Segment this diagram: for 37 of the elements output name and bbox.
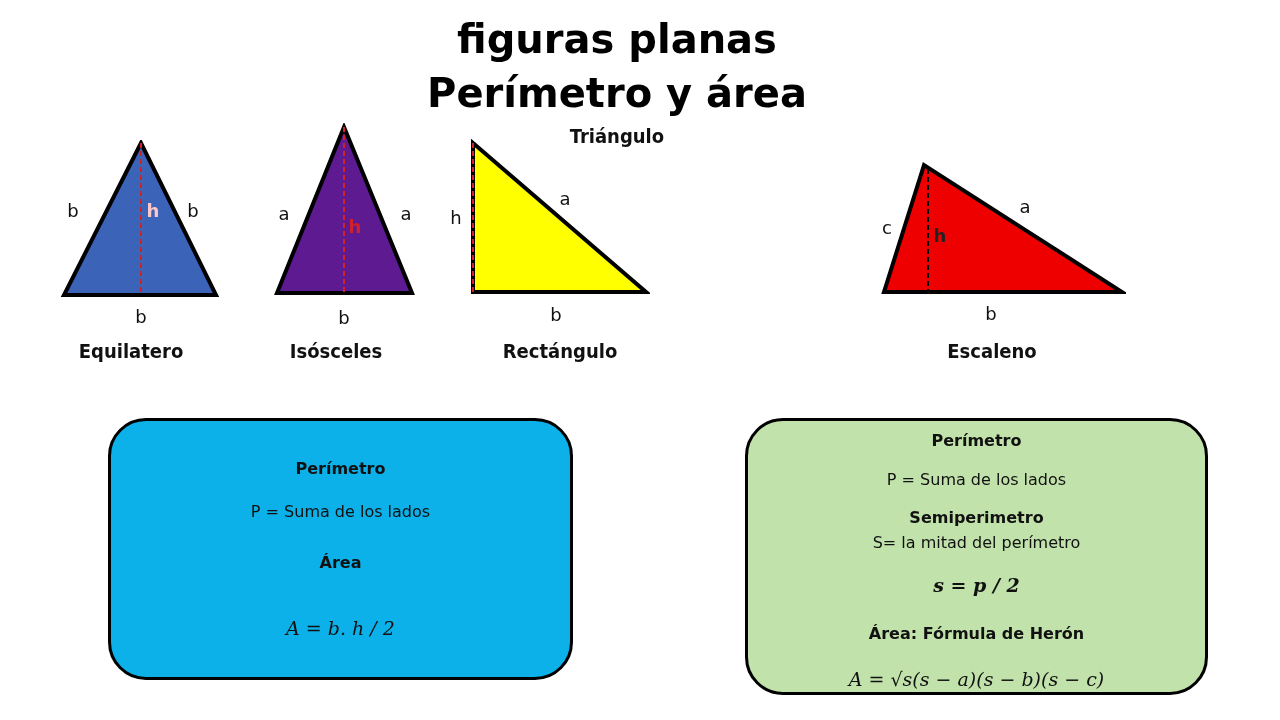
title: figuras planas Perímetro y área xyxy=(426,15,808,118)
height-label: h xyxy=(146,199,160,221)
triangle-name: Equilatero xyxy=(78,339,184,363)
side-label: a xyxy=(400,202,412,224)
definition-text: S= la mitad del perímetro xyxy=(872,532,1081,552)
side-label: h xyxy=(450,206,462,228)
definition-text: P = Suma de los lados xyxy=(886,469,1067,489)
side-label: b xyxy=(67,199,79,221)
formula: s = p / 2 xyxy=(933,574,1020,596)
heading: Área xyxy=(319,552,362,572)
heading: Perímetro xyxy=(931,430,1022,450)
heading: Semiperimetro xyxy=(909,507,1044,527)
side-label: b xyxy=(135,305,147,327)
side-label: c xyxy=(882,216,892,238)
side-label: b xyxy=(985,302,997,324)
formula-card xyxy=(745,418,1208,695)
formula-card xyxy=(108,418,573,680)
height-label: h xyxy=(348,215,362,237)
side-label: b xyxy=(338,306,350,328)
triangle-name: Isósceles xyxy=(289,339,383,363)
side-label: a xyxy=(559,187,571,209)
side-label: a xyxy=(278,202,290,224)
formula: A = b. h / 2 xyxy=(286,617,395,639)
heading: Área: Fórmula de Herón xyxy=(868,623,1085,643)
triangle xyxy=(60,140,220,298)
triangle-name: Rectángulo xyxy=(502,339,618,363)
side-label: a xyxy=(1019,195,1031,217)
formula: A = √s(s − a)(s − b)(s − c) xyxy=(848,668,1105,690)
definition-text: P = Suma de los lados xyxy=(250,501,431,521)
subtitle: Triángulo xyxy=(569,124,665,148)
height-label: h xyxy=(933,224,947,246)
heading: Perímetro xyxy=(295,458,386,478)
triangle-name: Escaleno xyxy=(947,339,1037,363)
triangle xyxy=(880,161,1126,295)
side-label: b xyxy=(187,199,199,221)
triangle xyxy=(273,123,416,296)
side-label: b xyxy=(550,303,562,325)
